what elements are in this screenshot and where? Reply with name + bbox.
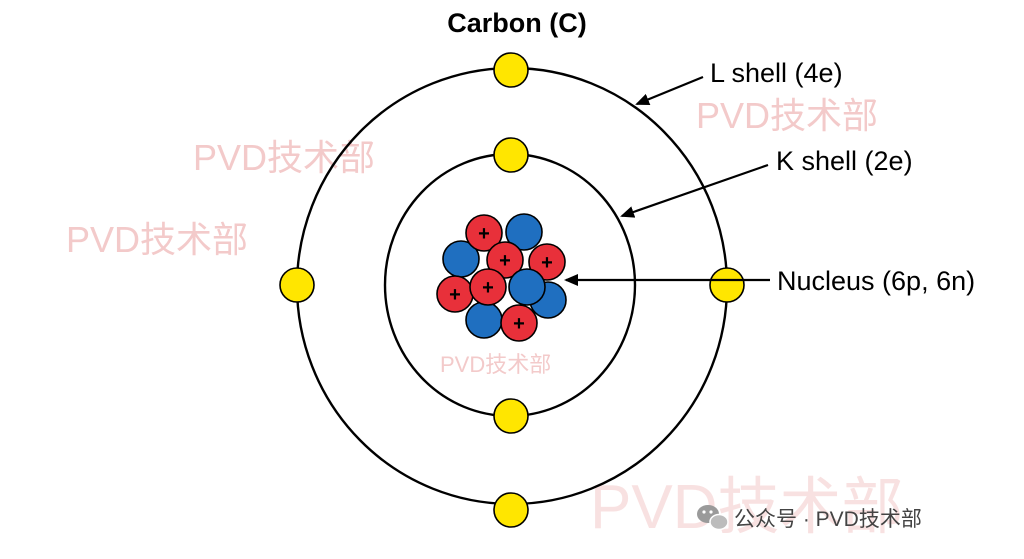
electron-l-bottom (493, 492, 529, 528)
proton-sign: + (513, 313, 525, 335)
l-shell-arrow (635, 75, 704, 106)
proton: + (500, 304, 538, 342)
proton-sign: + (478, 223, 490, 245)
l-shell-label: L shell (4e) (710, 58, 843, 88)
footer: 公众号 · PVD技术部 (697, 505, 922, 531)
electron-group (279, 52, 745, 528)
proton: + (469, 268, 507, 306)
electron-k-top (493, 137, 529, 173)
nucleus: + + + + + + (436, 213, 567, 342)
watermark: PVD技术部 (590, 473, 903, 542)
k-shell-arrow (620, 163, 769, 218)
footer-text: 公众号 · PVD技术部 (734, 508, 922, 531)
neutron (505, 213, 543, 251)
watermark: PVD技术部 (193, 137, 375, 178)
diagram-title: Carbon (C) (447, 8, 586, 38)
proton-sign: + (482, 277, 494, 299)
proton: + (486, 241, 524, 279)
watermark-group: PVD技术部 PVD技术部 PVD技术部 PVD技术部 PVD技术部 (66, 95, 903, 542)
proton-sign: + (449, 284, 461, 306)
proton-sign: + (499, 250, 511, 272)
proton: + (528, 243, 566, 281)
neutron (508, 268, 546, 306)
electron-l-right (709, 267, 745, 303)
proton: + (465, 214, 503, 252)
watermark: PVD技术部 (66, 219, 248, 260)
neutron (465, 301, 503, 339)
electron-l-left (279, 267, 315, 303)
nucleus-label: Nucleus (6p, 6n) (777, 266, 975, 296)
watermark: PVD技术部 (440, 352, 551, 377)
proton-sign: + (541, 252, 553, 274)
wechat-icon (697, 505, 729, 531)
watermark: PVD技术部 (696, 95, 878, 136)
electron-l-top (493, 52, 529, 88)
proton: + (436, 275, 474, 313)
electron-k-bottom (493, 398, 529, 434)
k-shell-label: K shell (2e) (776, 146, 913, 176)
